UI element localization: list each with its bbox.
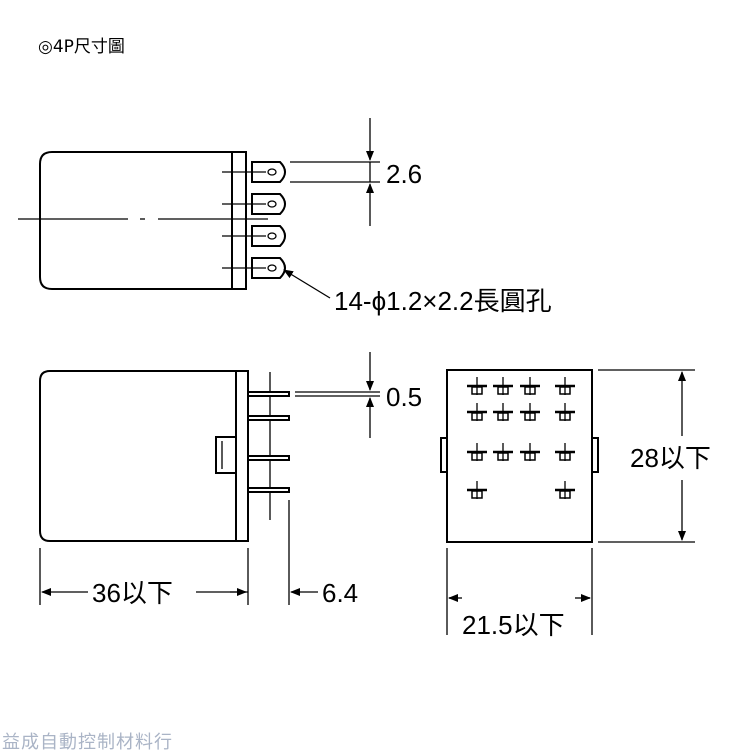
height-dimension xyxy=(598,369,695,543)
terminal-grid xyxy=(467,377,575,499)
terminal-symbol xyxy=(555,377,575,395)
terminal-symbol xyxy=(467,481,487,499)
terminal-symbol xyxy=(555,443,575,461)
pin-length-label: 6.4 xyxy=(322,578,358,608)
watermark-text: 益成自動控制材料行 xyxy=(2,732,173,753)
terminal-symbol xyxy=(493,403,513,421)
terminal-symbol xyxy=(467,403,487,421)
top-view xyxy=(18,118,380,299)
hole-leader xyxy=(283,269,331,299)
body-length-label: 36以下 xyxy=(92,578,173,608)
terminal-symbol xyxy=(467,377,487,395)
drawing-title: ◎4P尺寸圖 xyxy=(38,37,125,57)
pin-terminals xyxy=(246,161,286,279)
length-dimension xyxy=(39,500,318,605)
side-view xyxy=(39,352,380,605)
thickness-dimension xyxy=(295,352,380,438)
terminal-symbol xyxy=(520,377,540,395)
terminal-symbol xyxy=(520,443,540,461)
hole-spec-label: 14-ϕ1.2×2.2長圓孔 xyxy=(334,286,552,316)
width-dimension xyxy=(446,548,593,635)
side-pins xyxy=(247,372,290,520)
bottom-view xyxy=(440,369,695,635)
terminal-symbol xyxy=(555,403,575,421)
pin-pitch-label: 2.6 xyxy=(386,159,422,189)
pitch-dimension xyxy=(290,118,380,226)
terminal-symbol xyxy=(555,481,575,499)
terminal-symbol xyxy=(520,403,540,421)
width-label: 21.5以下 xyxy=(462,610,565,640)
terminal-symbol xyxy=(467,443,487,461)
pin-ticks xyxy=(222,171,246,269)
pin-thickness-label: 0.5 xyxy=(386,382,422,412)
height-label: 28以下 xyxy=(630,443,711,473)
terminal-symbol xyxy=(493,377,513,395)
terminal-symbol xyxy=(493,443,513,461)
